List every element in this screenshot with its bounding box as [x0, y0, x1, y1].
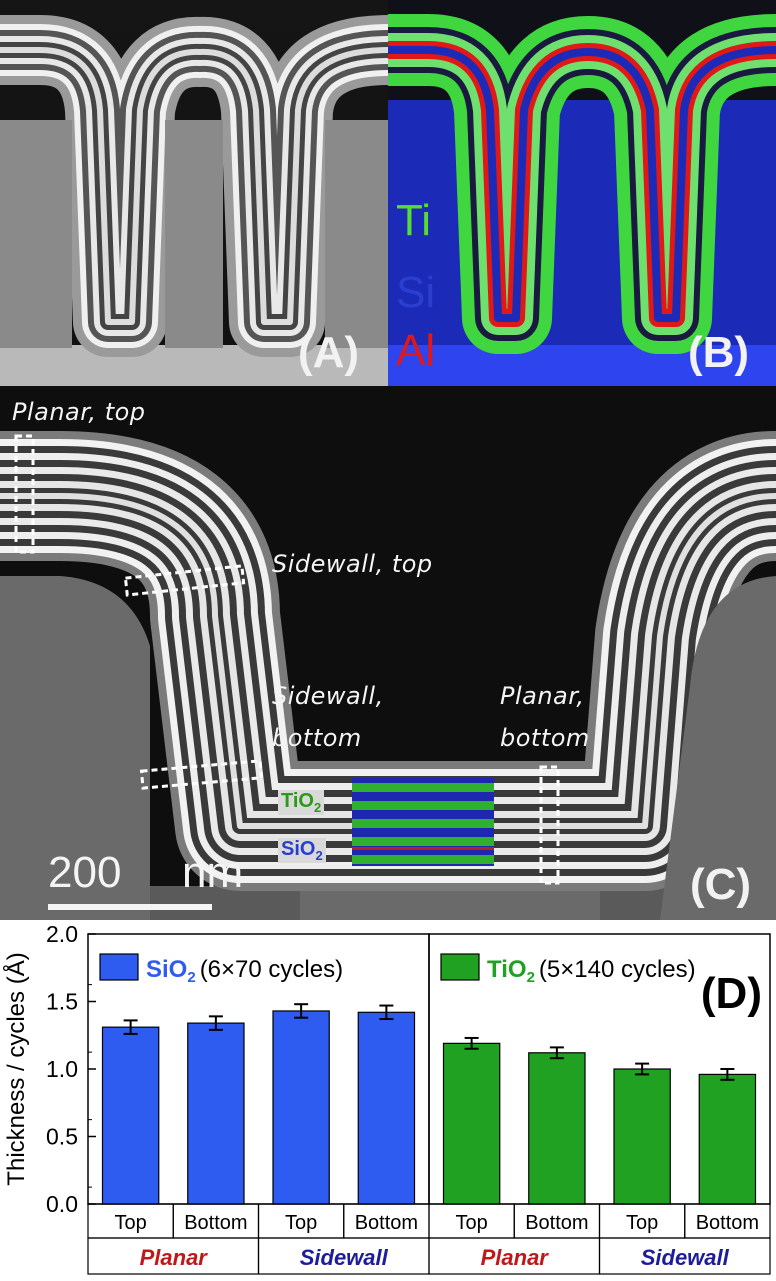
element-label-al: Al: [396, 326, 436, 375]
bar: [528, 1052, 586, 1205]
scale-bar: [48, 904, 212, 910]
stack-label-sio2: SiO2: [278, 838, 326, 863]
category-label: Top: [626, 1212, 658, 1234]
roi-sidewall-bottom-box: [139, 759, 264, 790]
y-tick-label: 2.0: [46, 921, 78, 947]
y-tick-label: 1.0: [46, 1056, 78, 1082]
annotation-sidewall-top: Sidewall, top: [272, 550, 433, 578]
annotation-sidewall-bottom-2: bottom: [272, 724, 362, 752]
annotation-sidewall-bottom-1: Sidewall,: [272, 682, 384, 710]
scale-bar-value: 200: [48, 848, 122, 897]
legend-swatch: [440, 953, 480, 981]
category-label: Bottom: [355, 1212, 418, 1234]
bar: [187, 1022, 245, 1205]
category-label: Bottom: [696, 1212, 759, 1234]
edx-inset-overlay: [352, 778, 494, 866]
panel-label-c: (C): [690, 860, 752, 909]
sem-panel-a: (A): [0, 0, 388, 386]
category-label: Bottom: [525, 1212, 588, 1234]
category-label: Top: [115, 1212, 147, 1234]
y-tick-label: 1.5: [46, 989, 78, 1015]
annotation-planar-top: Planar, top: [12, 398, 146, 426]
edx-map-b: [388, 0, 776, 386]
legend-swatch: [99, 953, 139, 981]
roi-sidewall-top-box: [123, 564, 246, 597]
stack-label-tio2: TiO2: [278, 790, 325, 815]
panel-label-b: (B): [688, 328, 750, 377]
sem-image-c: [0, 386, 776, 920]
group-cell: [598, 1237, 771, 1275]
category-label: Top: [456, 1212, 488, 1234]
group-label: Sidewall: [300, 1245, 389, 1270]
bar: [698, 1073, 757, 1205]
y-tick-label: 0.0: [46, 1191, 78, 1217]
roi-planar-bottom-box: [539, 765, 560, 885]
sem-panel-c: Planar, top Sidewall, top Sidewall, bott…: [0, 386, 776, 920]
category-label: Top: [285, 1212, 317, 1234]
legend-label: SiO2(6×70 cycles): [146, 956, 343, 986]
y-axis-title: Thickness / cycles (Å): [2, 952, 30, 1185]
panel-label-a: (A): [298, 328, 360, 377]
annotation-planar-bottom-1: Planar,: [500, 682, 585, 710]
category-label: Bottom: [184, 1212, 247, 1234]
element-label-si: Si: [396, 268, 436, 317]
panel-label-d: (D): [701, 969, 762, 1018]
roi-planar-top-box: [14, 434, 35, 554]
bar: [101, 1026, 160, 1205]
annotation-planar-bottom-2: bottom: [500, 724, 590, 752]
scale-bar-unit: nm: [182, 848, 244, 897]
bar: [442, 1042, 501, 1205]
group-label: Sidewall: [641, 1245, 730, 1270]
group-label: Planar: [481, 1245, 550, 1270]
bar: [272, 1010, 330, 1205]
y-tick-label: 0.5: [46, 1124, 78, 1150]
sem-image-a: [0, 0, 388, 386]
bar: [357, 1011, 416, 1205]
legend-label: TiO2(5×140 cycles): [487, 956, 696, 986]
edx-panel-b: Ti Si Al (B): [388, 0, 776, 386]
group-label: Planar: [140, 1245, 209, 1270]
bar: [613, 1068, 671, 1205]
element-label-ti: Ti: [396, 196, 432, 245]
